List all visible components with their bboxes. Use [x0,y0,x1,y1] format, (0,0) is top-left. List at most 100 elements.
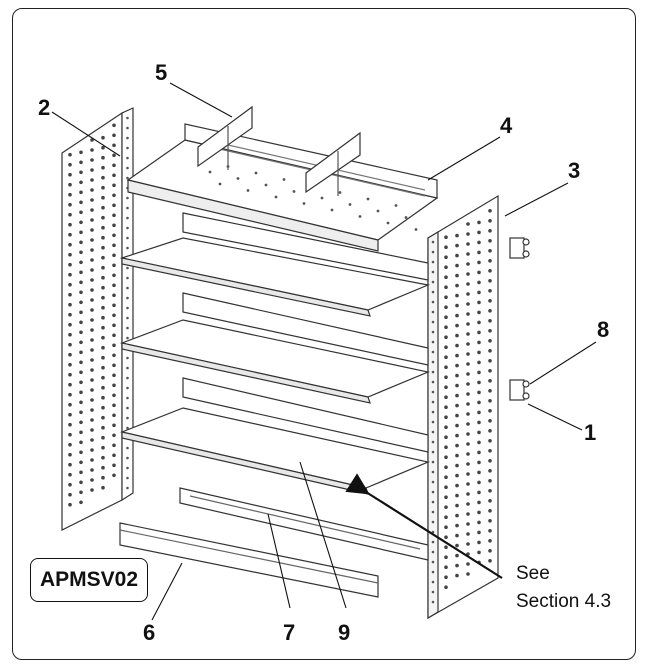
perforation-hole [455,553,459,558]
perforation-hole [477,240,481,245]
tray-hole [394,204,398,207]
rail-slot [431,600,435,604]
perforation-hole [444,565,448,569]
perforation-hole [444,555,448,559]
perforation-hole [79,440,83,445]
perforation-hole [477,530,481,535]
perforation-hole [444,355,448,360]
perforation-hole [488,429,492,433]
perforation-hole [466,432,470,436]
tray-hole [254,171,258,175]
tray-hole [282,178,286,181]
rail-slot [431,580,435,584]
perforation-hole [79,150,83,155]
perforation-hole [455,383,459,388]
perforation-hole [101,335,105,340]
perforation-hole [455,233,459,238]
perforation-hole [455,353,459,358]
perforation-hole [455,263,459,268]
perforation-hole [79,230,83,235]
rail-slot [431,490,435,494]
perforation-hole [101,145,105,150]
callout-7: 7 [283,620,296,645]
perforation-hole [68,332,72,337]
perforation-hole [466,502,470,506]
tray-hole [376,209,380,213]
callout-5: 5 [155,60,168,85]
perforation-hole [101,375,105,380]
rail-slot [126,456,129,460]
perforation-hole [79,250,83,255]
rail-slot [431,590,435,594]
rail-slot [431,250,435,254]
perforation-hole [90,368,94,372]
perforation-hole [444,365,448,370]
rail-slot [126,466,129,470]
perforation-hole [68,382,72,387]
rail-slot [431,480,435,484]
rail-slot [431,390,435,394]
perforation-hole [90,288,94,292]
perforation-hole [466,402,470,406]
perforation-hole [455,533,459,538]
perforation-hole [488,449,492,453]
perforation-hole [90,468,94,472]
perforation-hole [477,220,481,225]
perforation-hole [101,365,105,370]
perforation-hole [68,362,72,367]
perforation-hole [488,509,492,513]
perforation-hole [79,210,83,215]
rail-slot [431,420,435,424]
rail-slot [126,226,129,230]
perforation-hole [79,370,83,375]
perforation-hole [90,248,94,252]
perforation-hole [477,420,481,425]
perforation-hole [112,243,116,248]
perforation-hole [112,203,116,208]
perforation-hole [455,273,459,278]
tray-hole [320,196,324,200]
perforation-hole [90,278,94,282]
perforation-hole [488,279,492,283]
perforation-hole [455,333,459,338]
perforation-hole [455,253,459,258]
perforation-hole [444,545,448,549]
perforation-hole [444,585,448,589]
perforation-hole [455,483,459,488]
perforation-hole [466,452,470,456]
callout-9: 9 [338,620,351,645]
perforation-hole [112,143,116,148]
perforation-hole [68,172,72,177]
perforation-hole [79,220,83,225]
perforation-hole [79,260,83,265]
perforation-hole [455,573,459,578]
perforation-hole [79,400,83,405]
perforation-hole [444,305,448,310]
bottom-back-rail [179,487,429,561]
perforation-hole [68,492,72,497]
perforation-hole [79,410,83,415]
perforation-hole [101,205,105,210]
perforation-hole [90,198,94,202]
perforation-hole [488,409,492,413]
perforation-hole [112,213,116,218]
perforation-hole [112,133,116,138]
perforation-hole [488,389,492,393]
perforation-hole [79,450,83,455]
perforation-hole [488,379,492,383]
perforation-hole [477,280,481,285]
rail-slot [431,470,435,474]
rail-slot [431,330,435,334]
perforation-hole [455,393,459,398]
rail-slot [431,340,435,344]
perforation-hole [79,160,83,165]
perforation-hole [101,475,105,480]
rail-slot [431,310,435,314]
perforation-hole [101,165,105,170]
perforation-hole [488,439,492,443]
perforation-hole [488,399,492,403]
perforation-hole [90,298,94,302]
perforation-hole [101,195,105,200]
rail-slot [126,126,129,130]
perforation-hole [466,352,470,356]
